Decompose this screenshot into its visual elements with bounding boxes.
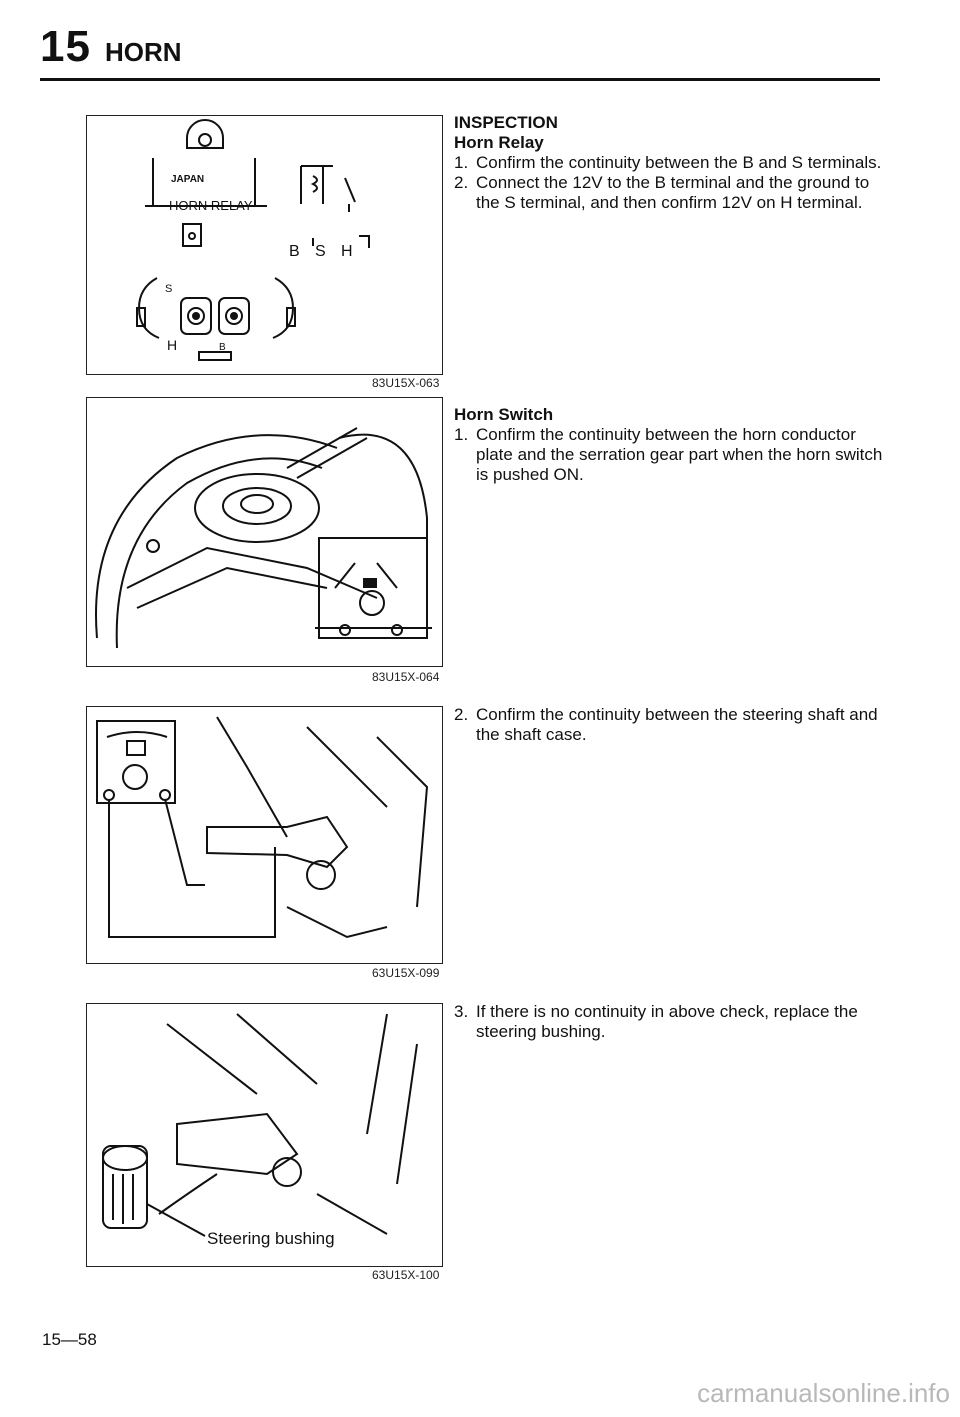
connector-h-label: H xyxy=(167,337,177,353)
horn-relay-step-1: 1. Confirm the continuity between the B … xyxy=(454,153,882,172)
connector-b-label: B xyxy=(219,342,226,353)
watermark: carmanualsonline.info xyxy=(697,1378,950,1408)
steering-bushing-callout: Steering bushing xyxy=(207,1229,335,1248)
japan-mark: JAPAN xyxy=(171,174,204,185)
figure-horn-switch xyxy=(86,397,443,667)
horn-relay-section: INSPECTION Horn Relay 1. Confirm the con… xyxy=(454,113,894,213)
horn-relay-step-2: 2. Connect the 12V to the B terminal and… xyxy=(454,173,870,212)
horn-relay-illustration: JAPAN HORN RELAY B S H S H B xyxy=(136,119,370,361)
figure-code-1: 83U15X-063 xyxy=(372,376,440,390)
figure-steering-bushing: Steering bushing xyxy=(86,1003,443,1267)
page-number: 15—58 xyxy=(42,1330,97,1349)
figure-code-3: 63U15X-099 xyxy=(372,966,440,980)
header-rule xyxy=(40,78,880,81)
horn-switch-step-2: 2. Confirm the continuity between the st… xyxy=(454,705,878,744)
figure-horn-relay: JAPAN HORN RELAY B S H S H B xyxy=(86,115,443,375)
horn-switch-step-1: 1. Confirm the continuity between the ho… xyxy=(454,425,883,484)
steering-shaft-illustration xyxy=(96,716,429,939)
figure-steering-shaft xyxy=(86,706,443,964)
page-header: 15 HORN xyxy=(40,22,182,72)
horn-switch-heading: Horn Switch xyxy=(454,405,554,424)
steering-bushing-illustration: Steering bushing xyxy=(102,1013,418,1248)
horn-switch-step-3: 3. If there is no continuity in above ch… xyxy=(454,1002,858,1041)
figure-code-4: 63U15X-100 xyxy=(372,1268,440,1282)
horn-switch-section: Horn Switch 1. Confirm the continuity be… xyxy=(454,405,894,485)
horn-relay-label: HORN RELAY xyxy=(169,198,253,213)
terminal-h-label: H xyxy=(341,243,353,260)
terminal-s-label: S xyxy=(315,243,326,260)
steering-wheel-illustration xyxy=(95,427,432,649)
connector-s-label: S xyxy=(165,283,172,295)
figure-code-2: 83U15X-064 xyxy=(372,670,440,684)
terminal-b-label: B xyxy=(289,243,300,260)
inspection-heading: INSPECTION xyxy=(454,113,558,132)
section-title: HORN xyxy=(104,37,182,67)
horn-relay-heading: Horn Relay xyxy=(454,133,544,152)
section-number: 15 xyxy=(40,22,91,71)
